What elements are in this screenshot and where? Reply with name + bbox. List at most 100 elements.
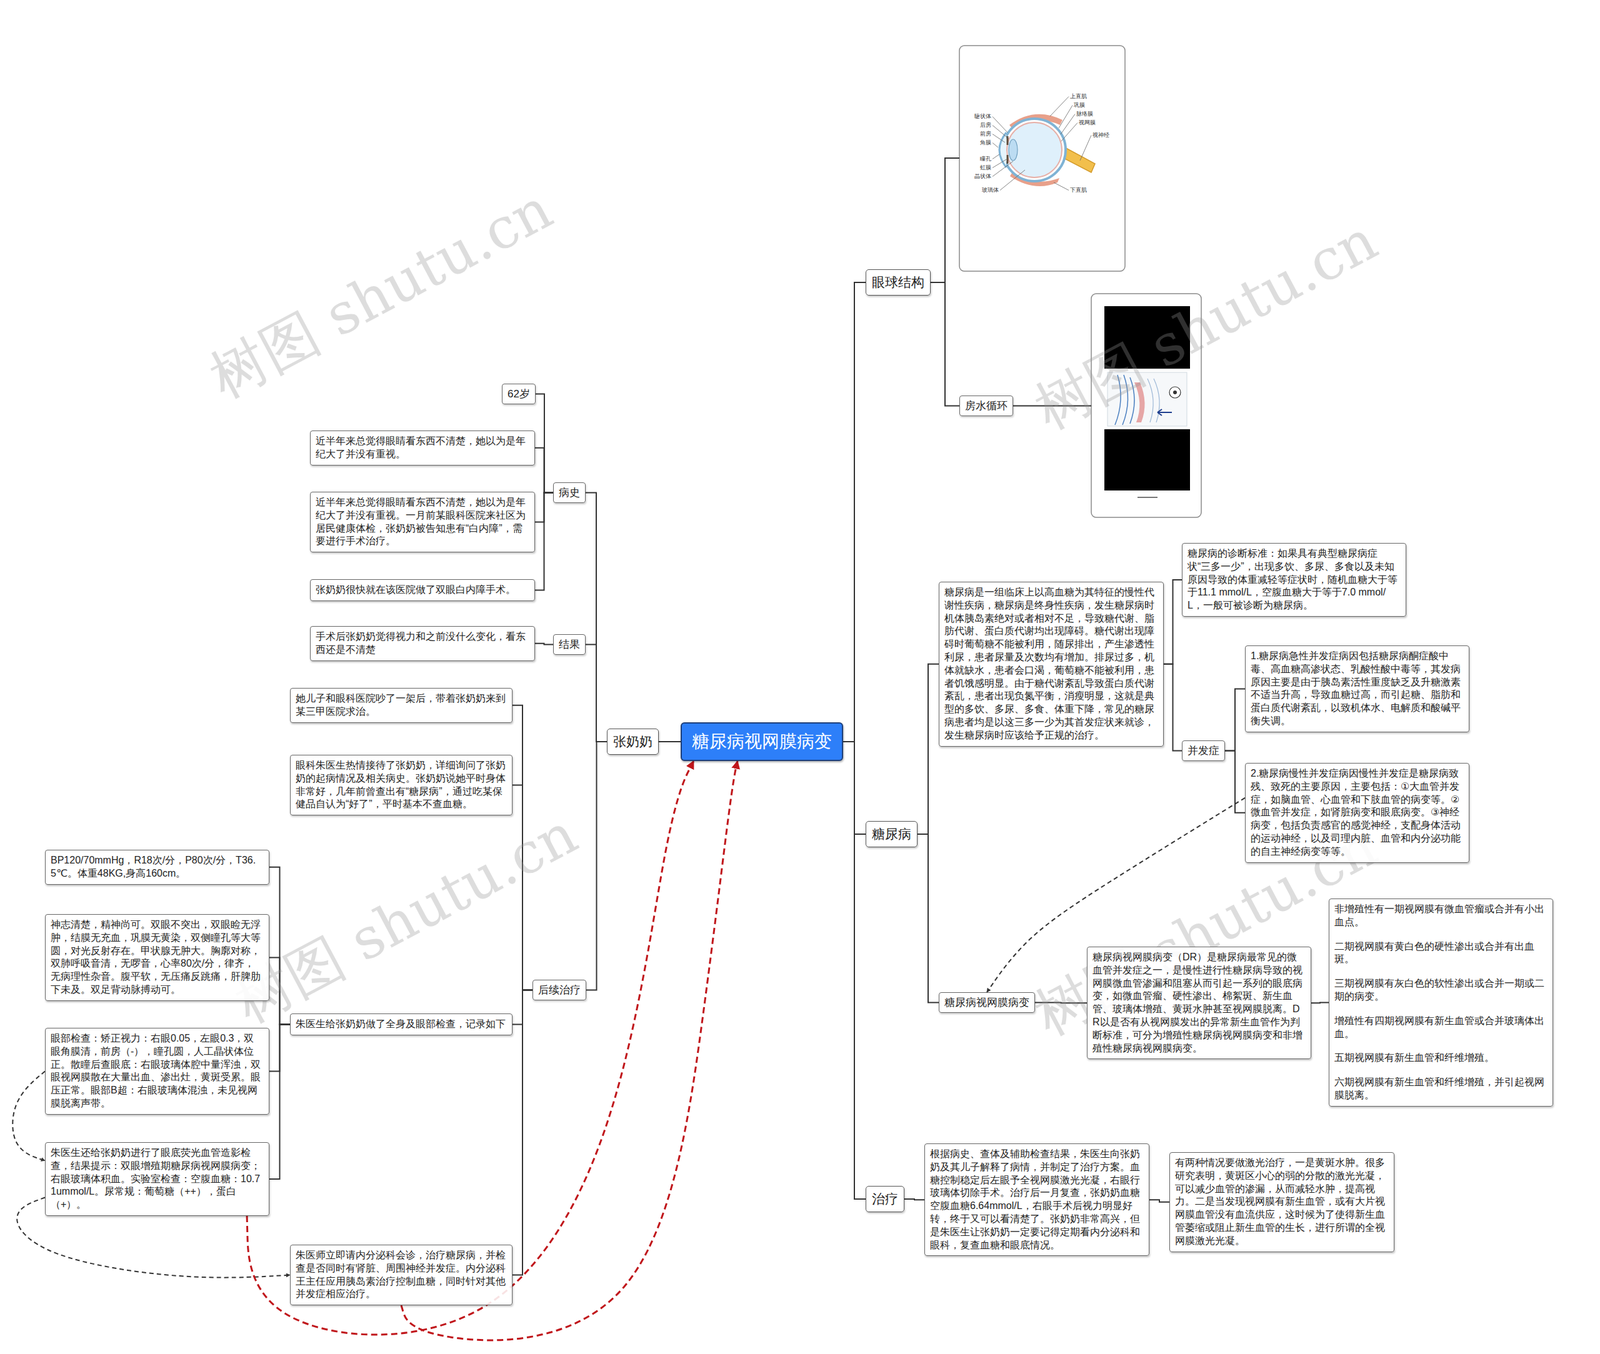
- branch-line: [917, 834, 939, 1004]
- sclera: [1003, 118, 1066, 182]
- note-box: 根据病史、查体及辅助检查结果，朱医生向张奶奶及其儿子解释了病情，并制定了治疗方案…: [924, 1143, 1150, 1257]
- scroll-bar: [1137, 496, 1158, 499]
- node-text: 朱医师立即请内分泌科会诊，治疗糖尿病，并检查是否同时有肾脏、周围神经并发症。内分…: [295, 1249, 507, 1302]
- branch-line: [1311, 1001, 1329, 1004]
- subtopic-tag: 62岁: [501, 383, 536, 405]
- branch-topic: 眼球结构: [865, 269, 931, 296]
- node-text: 眼科朱医生热情接待了张奶奶，详细询问了张奶奶的起病情况及相关病史。张奶奶说她平时…: [295, 759, 507, 812]
- branch-line: [1163, 664, 1182, 752]
- node-text: 结果: [558, 637, 580, 652]
- leader-line: [992, 154, 1000, 160]
- node-text: 神志清楚，精神尚可。双眼不突出，双眼睑无浮肿，结膜无充血，巩膜无黄染，双侧瞳孔等…: [50, 918, 264, 997]
- part-label: 晶状体: [966, 173, 992, 180]
- branch-topic: 张奶奶: [606, 728, 659, 755]
- choroid-retina: [1006, 122, 1062, 178]
- note-box: BP120/70mmHg，R18次/分，P80次/分，T36.5℃。体重48KG…: [45, 850, 270, 885]
- branch-line: [658, 741, 681, 743]
- node-text: 近半年来总觉得眼睛看东西不清楚，她以为是年纪大了并没有重视。: [315, 435, 530, 462]
- lens: [1008, 139, 1018, 161]
- node-text: 三期视网膜有灰白色的软性渗出或合并一期或二期的病变。: [1334, 977, 1548, 1004]
- note-box: 近半年来总觉得眼睛看东西不清楚，她以为是年纪大了并没有重视。一月前某眼科医院来社…: [310, 491, 535, 553]
- node-text: 根据病史、查体及辅助检查结果，朱医生向张奶奶及其儿子解释了病情，并制定了治疗方案…: [930, 1148, 1144, 1252]
- branch-line: [843, 282, 866, 742]
- note-box: 近半年来总觉得眼睛看东西不清楚，她以为是年纪大了并没有重视。: [310, 430, 535, 466]
- node-text: 糖尿病视网膜病变（DR）是糖尿病最常见的微血管并发症之一，是慢性进行性糖尿病导致…: [1092, 951, 1306, 1055]
- dark-panel: [1104, 429, 1190, 491]
- dashed-arrow: [12, 1071, 45, 1161]
- leader-line: [1050, 96, 1069, 117]
- subtopic-tag: 病史: [553, 482, 586, 504]
- leader-line: [992, 158, 1008, 169]
- branch-line: [843, 741, 866, 1200]
- node-text: 朱医生还给张奶奶进行了眼底荧光血管造影检查，结果提示：双眼增殖期糖尿病视网膜病变…: [50, 1146, 264, 1212]
- node-text: 糖尿病是一组临床上以高血糖为其特征的慢性代谢性疾病，糖尿病是终身性疾病，发生糖尿…: [944, 586, 1159, 743]
- node-text: 后续治疗: [538, 983, 581, 998]
- note-box: 糖尿病是一组临床上以高血糖为其特征的慢性代谢性疾病，糖尿病是终身性疾病，发生糖尿…: [938, 581, 1164, 747]
- subtopic-tag: 结果: [553, 634, 586, 655]
- branch-line: [904, 1199, 925, 1200]
- note-box: 2.糖尿病慢性并发症病因慢性并发症是糖尿病致残、致死的主要原因，主要包括：①大血…: [1245, 763, 1470, 864]
- branch-line: [512, 990, 533, 1276]
- branch-line: [586, 741, 607, 991]
- branch-topic: 治疗: [865, 1186, 905, 1213]
- note-box: 眼部检查：矫正视力：右眼0.05，左眼0.3，双眼角膜清，前房（-），瞳孔圆，人…: [45, 1028, 270, 1115]
- node-text: 手术后张奶奶觉得视力和之前没什么变化，看东西还是不清楚: [315, 630, 530, 657]
- watermark: 树图 shutu.cn: [222, 796, 591, 1041]
- node-text: BP120/70mmHg，R18次/分，P80次/分，T36.5℃。体重48KG…: [50, 854, 264, 881]
- leader-line: [1000, 170, 1025, 191]
- note-box: 朱医生还给张奶奶进行了眼底荧光血管造影检查，结果提示：双眼增殖期糖尿病视网膜病变…: [45, 1142, 270, 1217]
- subtopic-tag: 后续治疗: [532, 980, 587, 1001]
- branch-line: [1163, 580, 1182, 665]
- watermark: 树图 shutu.cn: [197, 171, 566, 416]
- note-box: 1.糖尿病急性并发症病因包括糖尿病酮症酸中毒、高血糖高渗状态、乳酸性酸中毒等，其…: [1245, 645, 1470, 733]
- node-text: 增殖性有四期视网膜有新生血管或合并玻璃体出血。: [1334, 1015, 1548, 1042]
- part-label: 巩膜: [1073, 102, 1085, 109]
- leader-line: [1058, 105, 1073, 129]
- note-box: 神志清楚，精神尚可。双眼不突出，双眼睑无浮肿，结膜无充血，巩膜无黄染，双侧瞳孔等…: [45, 914, 270, 1002]
- note-box: 非增殖性有一期视网膜有微血管瘤或合并有小出血点。二期视网膜有黄白色的硬性渗出或合…: [1328, 898, 1554, 1107]
- note-box: 有两种情况要做激光治疗，一是黄斑水肿。很多研究表明，黄斑区小心的弱的分散的激光光…: [1169, 1152, 1395, 1253]
- leader-lines: [992, 96, 1092, 191]
- branch-line: [535, 394, 554, 494]
- node-text: 糖尿病: [871, 825, 912, 844]
- branch-line: [917, 664, 939, 835]
- subtopic-tag: 糖尿病视网膜病变: [938, 992, 1035, 1014]
- node-text: 张奶奶: [613, 733, 653, 751]
- note-box: 糖尿病的诊断标准：如果具有典型糖尿病症状“三多一少”，出现多饮、多尿、多食以及未…: [1181, 543, 1407, 617]
- node-text: 眼球结构: [871, 273, 925, 292]
- part-label: 后房: [966, 122, 992, 129]
- node-text: 1.糖尿病急性并发症病因包括糖尿病酮症酸中毒、高血糖高渗状态、乳酸性酸中毒等，其…: [1250, 650, 1464, 729]
- node-text: 近半年来总觉得眼睛看东西不清楚，她以为是年纪大了并没有重视。一月前某眼科医院来社…: [315, 496, 530, 549]
- node-text: 2.糖尿病慢性并发症病因慢性并发症是糖尿病致残、致死的主要原因，主要包括：①大血…: [1250, 767, 1464, 859]
- node-text: 朱医生给张奶奶做了全身及眼部检查，记录如下: [295, 1018, 507, 1032]
- branch-line: [1225, 688, 1245, 751]
- note-box: 糖尿病视网膜病变（DR）是糖尿病最常见的微血管并发症之一，是慢性进行性糖尿病导致…: [1086, 946, 1312, 1060]
- branch-line: [535, 643, 554, 645]
- leader-line: [1061, 123, 1078, 142]
- note-box: 眼科朱医生热情接待了张奶奶，详细询问了张奶奶的起病情况及相关病史。张奶奶说她平时…: [290, 755, 513, 816]
- branch-line: [535, 448, 554, 494]
- part-label: 脉络膜: [1076, 111, 1094, 117]
- node-text: 病史: [558, 485, 580, 500]
- note-box: 手术后张奶奶觉得视力和之前没什么变化，看东西还是不清楚: [310, 626, 535, 662]
- part-label: 玻璃体: [973, 187, 999, 194]
- node-text: 六期视网膜有新生血管和纤维增殖，并引起视网膜脱离。: [1334, 1076, 1548, 1103]
- branch-line: [1149, 1200, 1170, 1203]
- eye-icon: [1169, 386, 1181, 399]
- subtopic-tag: 房水循环: [959, 395, 1014, 417]
- branch-topic: 糖尿病: [865, 821, 918, 848]
- node-text: 五期视网膜有新生血管和纤维增殖。: [1334, 1051, 1548, 1065]
- part-label: 视网膜: [1078, 120, 1096, 126]
- node-text: 张奶奶很快就在该医院做了双眼白内障手术。: [315, 583, 530, 597]
- part-label: 视神经: [1092, 132, 1110, 139]
- node-text: 眼部检查：矫正视力：右眼0.05，左眼0.3，双眼角膜清，前房（-），瞳孔圆，人…: [50, 1032, 264, 1111]
- flow-arrow: [1157, 409, 1172, 416]
- leader-line: [992, 134, 1005, 144]
- node-text: 62岁: [507, 386, 530, 402]
- part-label: 虹膜: [966, 165, 992, 171]
- leader-line: [1053, 182, 1069, 191]
- cornea: [999, 132, 1007, 168]
- node-text: 她儿子和眼科医院吵了一架后，带着张奶奶来到某三甲医院求治。: [295, 692, 507, 719]
- node-text: 房水循环: [965, 398, 1008, 414]
- leader-line: [1080, 135, 1092, 162]
